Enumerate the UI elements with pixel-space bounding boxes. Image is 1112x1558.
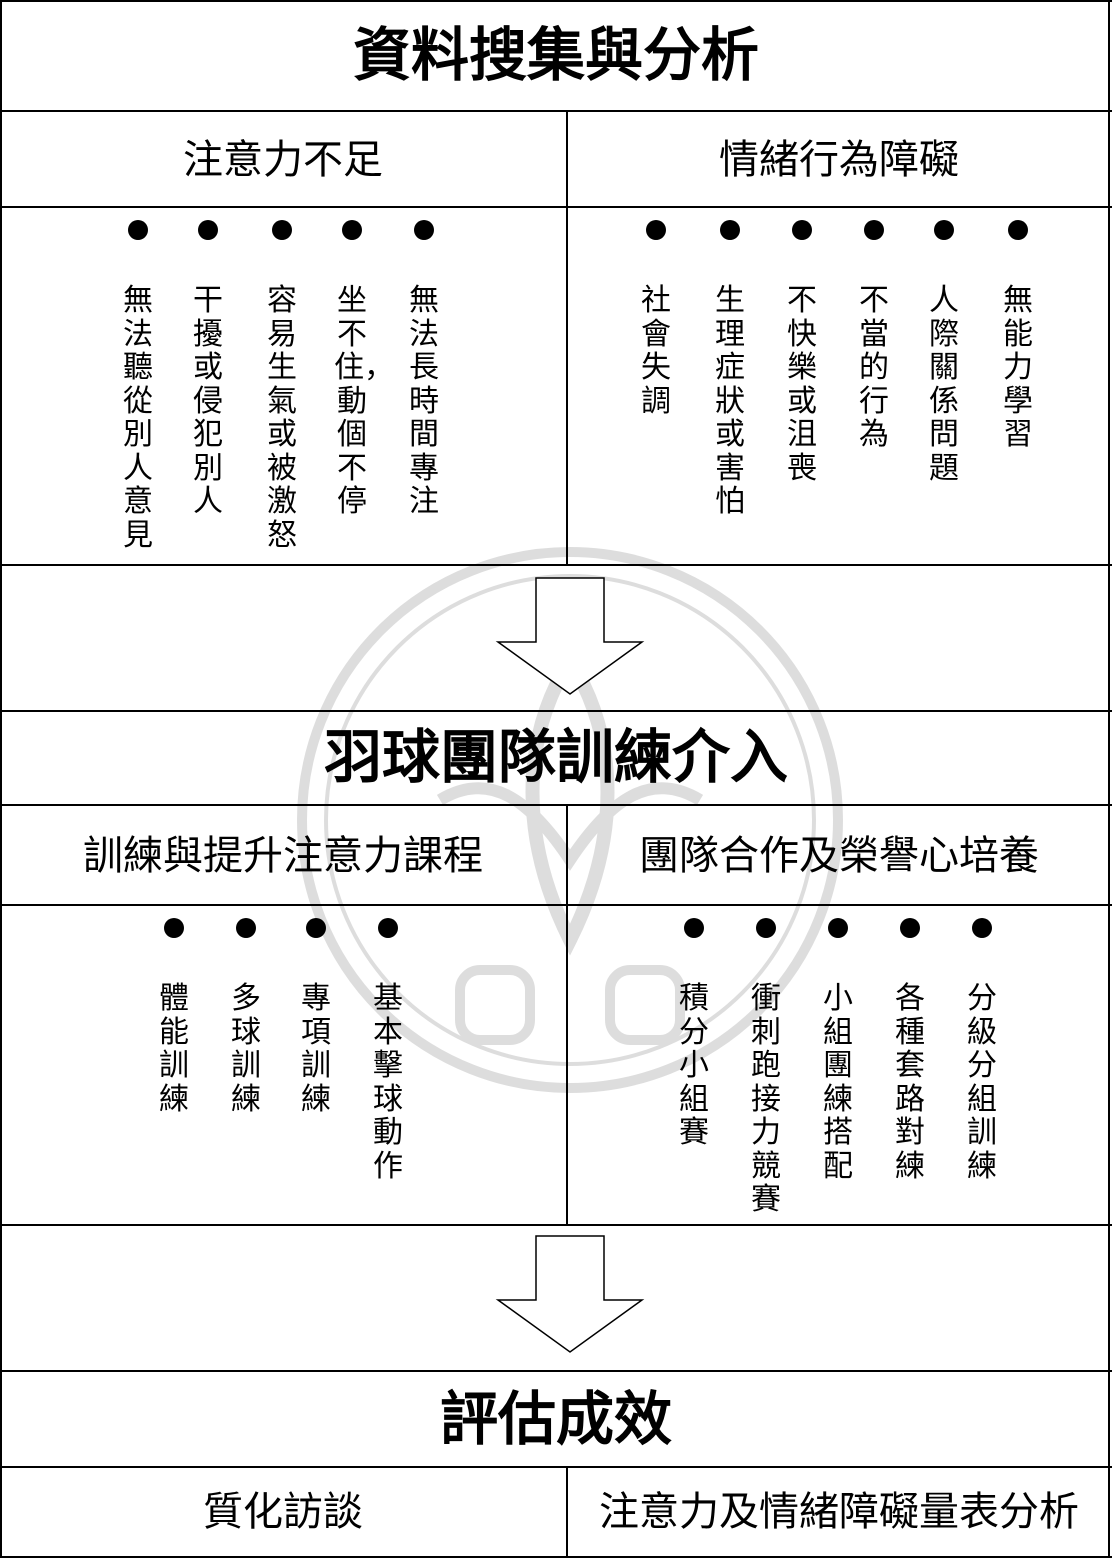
list-item: 小組團練搭配: [820, 918, 856, 1183]
list-item: 干擾或侵犯別人: [190, 220, 226, 519]
bullet-icon: [1008, 220, 1028, 240]
bullet-icon: [720, 220, 740, 240]
rule: [0, 804, 1112, 806]
bullet-icon: [164, 918, 184, 938]
list-item: 社會失調: [638, 220, 674, 418]
list-item: 坐不住，動個不停: [334, 220, 394, 519]
column-divider: [566, 1466, 568, 1558]
list-item: 無能力學習: [1000, 220, 1036, 452]
item-text: 人際關係問題: [929, 283, 959, 486]
bullet-icon: [306, 918, 326, 938]
bullet-icon: [646, 220, 666, 240]
list-item: 體能訓練: [156, 918, 192, 1116]
section-title-badminton-training: 羽球團隊訓練介入: [323, 723, 788, 791]
item-text: 不快樂或沮喪: [787, 283, 817, 486]
rule: [0, 1224, 1112, 1226]
bullet-icon: [684, 918, 704, 938]
item-text: 體能訓練: [159, 981, 189, 1117]
library-seal-watermark: [297, 547, 843, 1093]
item-text: 容易生氣或被激怒: [267, 283, 297, 553]
rule: [0, 564, 1112, 566]
list-item: 基本擊球動作: [370, 918, 406, 1183]
rule: [0, 0, 1112, 2]
heading-attention-training-course: 訓練與提升注意力課程: [83, 833, 483, 879]
rule: [0, 1556, 1112, 1558]
bullet-icon: [792, 220, 812, 240]
heading-qualitative-interview: 質化訪談: [203, 1489, 363, 1535]
bullet-icon: [128, 220, 148, 240]
heading-scale-analysis: 注意力及情緒障礙量表分析: [599, 1489, 1079, 1535]
list-item: 不當的行為: [856, 220, 892, 452]
list-item: 積分小組賽: [676, 918, 712, 1150]
list-item: 無法聽從別人意見: [120, 220, 156, 552]
list-item: 專項訓練: [298, 918, 334, 1116]
section-title-data-collection: 資料搜集與分析: [352, 21, 759, 89]
item-text: 生理症狀或害怕: [715, 283, 745, 519]
rule: [0, 904, 1112, 906]
heading-teamwork-honor: 團隊合作及榮譽心培養: [639, 833, 1039, 879]
item-text: 無法聽從別人意見: [123, 283, 153, 553]
item-text: 無能力學習: [1003, 283, 1033, 452]
bullet-icon: [900, 918, 920, 938]
item-text: 無法長時間專注: [409, 283, 439, 519]
item-text: 多球訓練: [231, 981, 261, 1117]
list-item: 容易生氣或被激怒: [264, 220, 300, 552]
list-item: 生理症狀或害怕: [712, 220, 748, 519]
item-text: 坐不住，動個不停: [334, 283, 394, 519]
list-item: 不快樂或沮喪: [784, 220, 820, 485]
bullet-icon: [864, 220, 884, 240]
bullet-icon: [342, 220, 362, 240]
rule: [0, 206, 1112, 208]
list-item: 各種套路對練: [892, 918, 928, 1183]
bullet-icon: [414, 220, 434, 240]
heading-attention-deficit: 注意力不足: [183, 137, 383, 183]
rule: [0, 1466, 1112, 1468]
bullet-icon: [972, 918, 992, 938]
item-text: 各種套路對練: [895, 981, 925, 1184]
bullet-icon: [756, 918, 776, 938]
rule: [0, 110, 1112, 112]
item-text: 積分小組賽: [679, 981, 709, 1150]
down-arrow-icon: [495, 577, 645, 695]
bullet-icon: [378, 918, 398, 938]
item-text: 干擾或侵犯別人: [193, 283, 223, 519]
heading-emotional-behavior-disorder: 情緒行為障礙: [719, 137, 959, 183]
item-text: 專項訓練: [301, 981, 331, 1117]
list-item: 衝刺跑接力競賽: [748, 918, 784, 1217]
bullet-icon: [934, 220, 954, 240]
item-text: 不當的行為: [859, 283, 889, 452]
list-item: 多球訓練: [228, 918, 264, 1116]
bullet-icon: [236, 918, 256, 938]
bullet-icon: [828, 918, 848, 938]
list-item: 人際關係問題: [926, 220, 962, 485]
column-divider: [566, 804, 568, 1224]
item-text: 分級分組訓練: [967, 981, 997, 1184]
item-text: 社會失調: [641, 283, 671, 419]
item-text: 基本擊球動作: [373, 981, 403, 1184]
list-item: 無法長時間專注: [406, 220, 442, 519]
down-arrow-icon: [495, 1235, 645, 1353]
rule: [0, 1370, 1112, 1372]
rule: [0, 710, 1112, 712]
list-item: 分級分組訓練: [964, 918, 1000, 1183]
item-text: 小組團練搭配: [823, 981, 853, 1184]
bullet-icon: [272, 220, 292, 240]
bullet-icon: [198, 220, 218, 240]
column-divider: [566, 110, 568, 564]
item-text: 衝刺跑接力競賽: [751, 981, 781, 1217]
section-title-evaluation: 評估成效: [439, 1385, 672, 1453]
